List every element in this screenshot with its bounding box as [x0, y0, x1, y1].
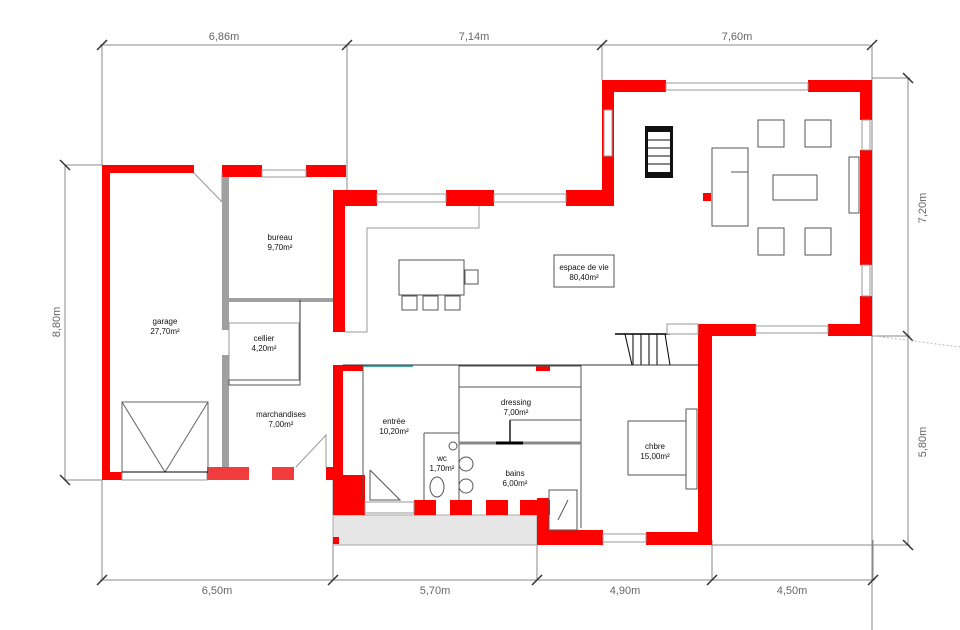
garage-walls — [102, 165, 346, 480]
room-name: entrée — [382, 417, 406, 426]
dim-top-2: 7,14m — [458, 31, 490, 43]
living-walls — [333, 80, 872, 545]
door-swing — [193, 172, 223, 204]
room-name: wc — [437, 454, 447, 463]
dim-bottom-2: 5,70m — [419, 585, 451, 597]
dim-right-2: 5,80m — [917, 426, 929, 458]
room-name: cellier — [253, 334, 275, 343]
room-area: 1,70m² — [429, 464, 455, 473]
room-area: 10,20m² — [379, 427, 409, 436]
room-name: bureau — [267, 233, 293, 242]
room-name: espace de vie — [559, 263, 609, 272]
dim-top-1: 6,86m — [208, 31, 240, 43]
foosball-table-icon — [645, 126, 673, 178]
dim-right-1: 7,20m — [917, 192, 929, 224]
dim-left-1: 8,80m — [51, 306, 63, 338]
garage-door-icon — [121, 401, 209, 473]
room-name: chbre — [644, 442, 666, 451]
room-area: 4,20m² — [251, 344, 277, 353]
room-name: marchandises — [256, 410, 306, 419]
room-area: 80,40m² — [569, 273, 599, 282]
dim-top-3: 7,60m — [721, 31, 753, 43]
dim-bottom-4: 4,50m — [776, 585, 808, 597]
dining-table — [398, 259, 479, 311]
living-furniture — [711, 119, 860, 256]
terrace — [332, 514, 538, 546]
room-area: 9,70m² — [267, 243, 293, 252]
room-area: 7,00m² — [268, 420, 294, 429]
staircase — [615, 333, 671, 366]
room-area: 15,00m² — [640, 452, 670, 461]
dimension-ticks — [59, 39, 914, 586]
room-name: bains — [505, 469, 525, 478]
room-area: 7,00m² — [503, 408, 529, 417]
dim-bottom-1: 6,50m — [201, 585, 233, 597]
room-name: dressing — [500, 398, 532, 407]
room-name: garage — [152, 317, 178, 326]
dim-bottom-3: 4,90m — [609, 585, 641, 597]
room-area: 27,70m² — [150, 327, 180, 336]
room-area: 6,00m² — [502, 479, 528, 488]
